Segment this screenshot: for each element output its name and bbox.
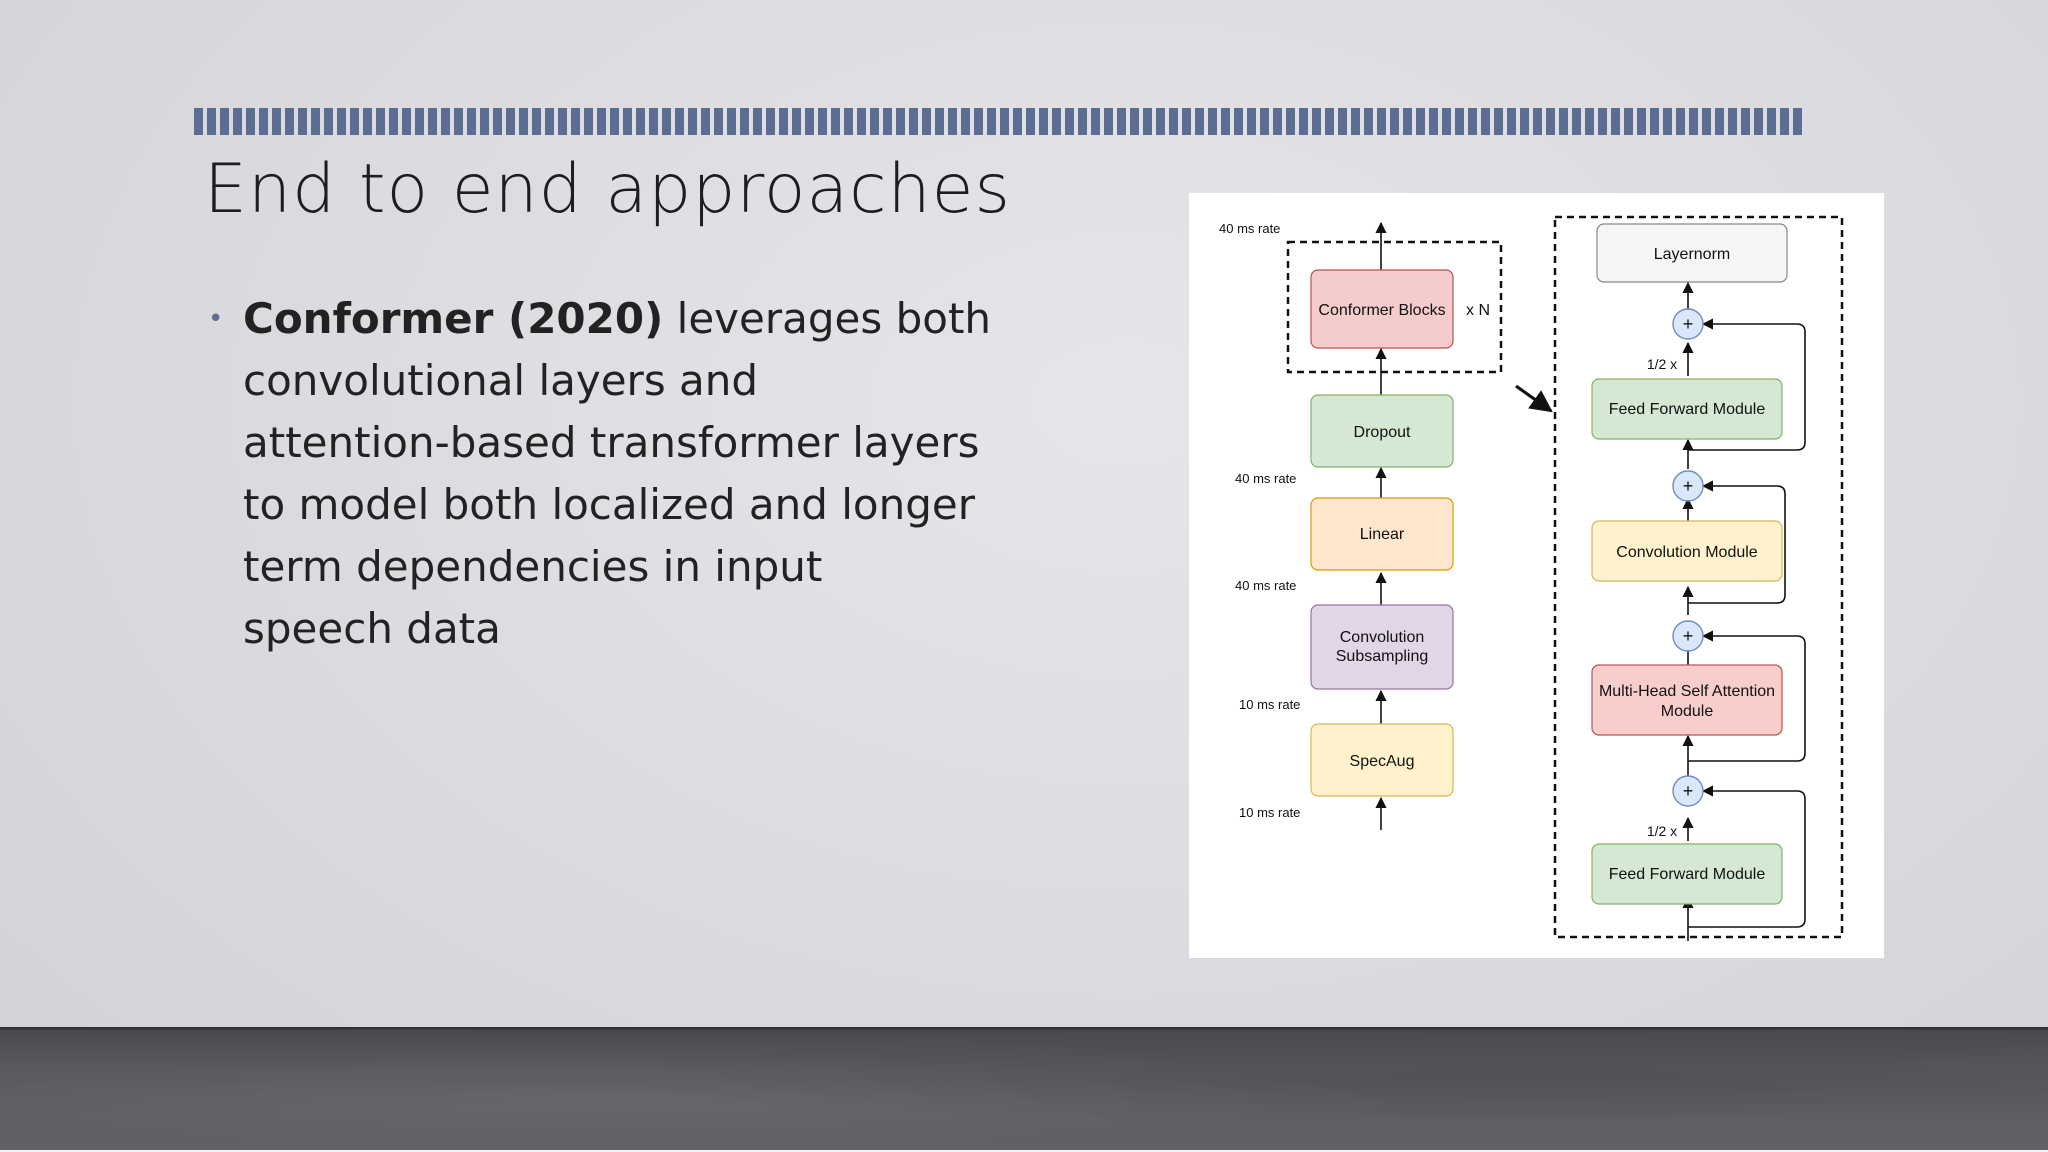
mhsa-label-2: Module: [1661, 703, 1714, 720]
feed-forward-module-top: [1591, 378, 1783, 440]
rate-label: 10 ms rate: [1239, 697, 1300, 712]
add-node-symbol: +: [1683, 314, 1694, 334]
feed-forward-label: Feed Forward Module: [1609, 866, 1766, 883]
dropout-label: Dropout: [1354, 424, 1411, 441]
mhsa-module-box: [1591, 664, 1783, 736]
bullet-list: • Conformer (2020) leverages both convol…: [208, 288, 1008, 660]
conv-subsampling-label-2: Subsampling: [1336, 648, 1429, 665]
conformer-block-group-border: [1286, 240, 1503, 374]
floor-edge: [0, 1150, 2048, 1152]
floor-background: [0, 1027, 2048, 1152]
conv-subsampling-label-1: Convolution: [1340, 629, 1425, 646]
conformer-block-detail: Layernorm + + + +: [1553, 215, 1844, 941]
add-node-symbol: +: [1683, 781, 1694, 801]
conformer-architecture-figure: Conformer Blocks x N Dropout Linear Conv…: [1189, 193, 1884, 958]
convolution-module-box: [1591, 520, 1783, 582]
slide-title: End to end approaches: [204, 150, 1011, 229]
repeat-label: x N: [1466, 302, 1490, 319]
conformer-diagram: Conformer Blocks x N Dropout Linear Conv…: [1219, 215, 1844, 941]
layernorm-label: Layernorm: [1654, 246, 1730, 263]
mhsa-label-1: Multi-Head Self Attention: [1599, 683, 1775, 700]
bullet-line: leverages both: [663, 294, 992, 343]
bullet-marker: •: [208, 304, 224, 334]
add-node-symbol: +: [1683, 476, 1694, 496]
decorative-stripe-bar: [194, 108, 1804, 135]
feed-forward-module-bottom: [1591, 843, 1783, 905]
add-node: [1672, 775, 1704, 807]
bullet-bold-term: Conformer (2020): [243, 294, 664, 343]
bullet-item: Conformer (2020) leverages both convolut…: [243, 288, 1008, 660]
rate-label: 40 ms rate: [1219, 221, 1280, 236]
bullet-line: speech data: [243, 604, 501, 653]
half-scale-label: 1/2 x: [1647, 356, 1677, 372]
bullet-line: term dependencies in input: [243, 542, 823, 591]
bullet-line: convolutional layers and: [243, 356, 759, 405]
residual-connection: [1688, 785, 1806, 928]
bullet-line: attention-based transformer layers: [243, 418, 980, 467]
linear-label: Linear: [1360, 526, 1405, 543]
dropout-box: [1310, 394, 1454, 468]
expand-arrow: [1515, 384, 1553, 413]
add-node: [1672, 308, 1704, 340]
conformer-blocks-label: Conformer Blocks: [1318, 302, 1445, 319]
convolution-module-label: Convolution Module: [1616, 544, 1758, 561]
residual-connection: [1688, 480, 1786, 604]
conformer-blocks-box: [1310, 269, 1454, 349]
residual-connection: [1688, 630, 1806, 762]
add-node: [1672, 620, 1704, 652]
residual-connection: [1688, 318, 1806, 451]
feed-forward-label: Feed Forward Module: [1609, 401, 1766, 418]
encoder-stack: Conformer Blocks x N Dropout Linear Conv…: [1219, 221, 1553, 830]
bullet-line: to model both localized and longer: [243, 480, 975, 529]
half-scale-label: 1/2 x: [1647, 823, 1677, 839]
add-node: [1672, 470, 1704, 502]
specaug-label: SpecAug: [1350, 753, 1415, 770]
add-node-symbol: +: [1683, 626, 1694, 646]
conv-subsampling-box: [1310, 604, 1454, 690]
linear-box: [1310, 497, 1454, 571]
specaug-box: [1310, 723, 1454, 797]
rate-label: 10 ms rate: [1239, 805, 1300, 820]
rate-label: 40 ms rate: [1235, 471, 1296, 486]
rate-label: 40 ms rate: [1235, 578, 1296, 593]
